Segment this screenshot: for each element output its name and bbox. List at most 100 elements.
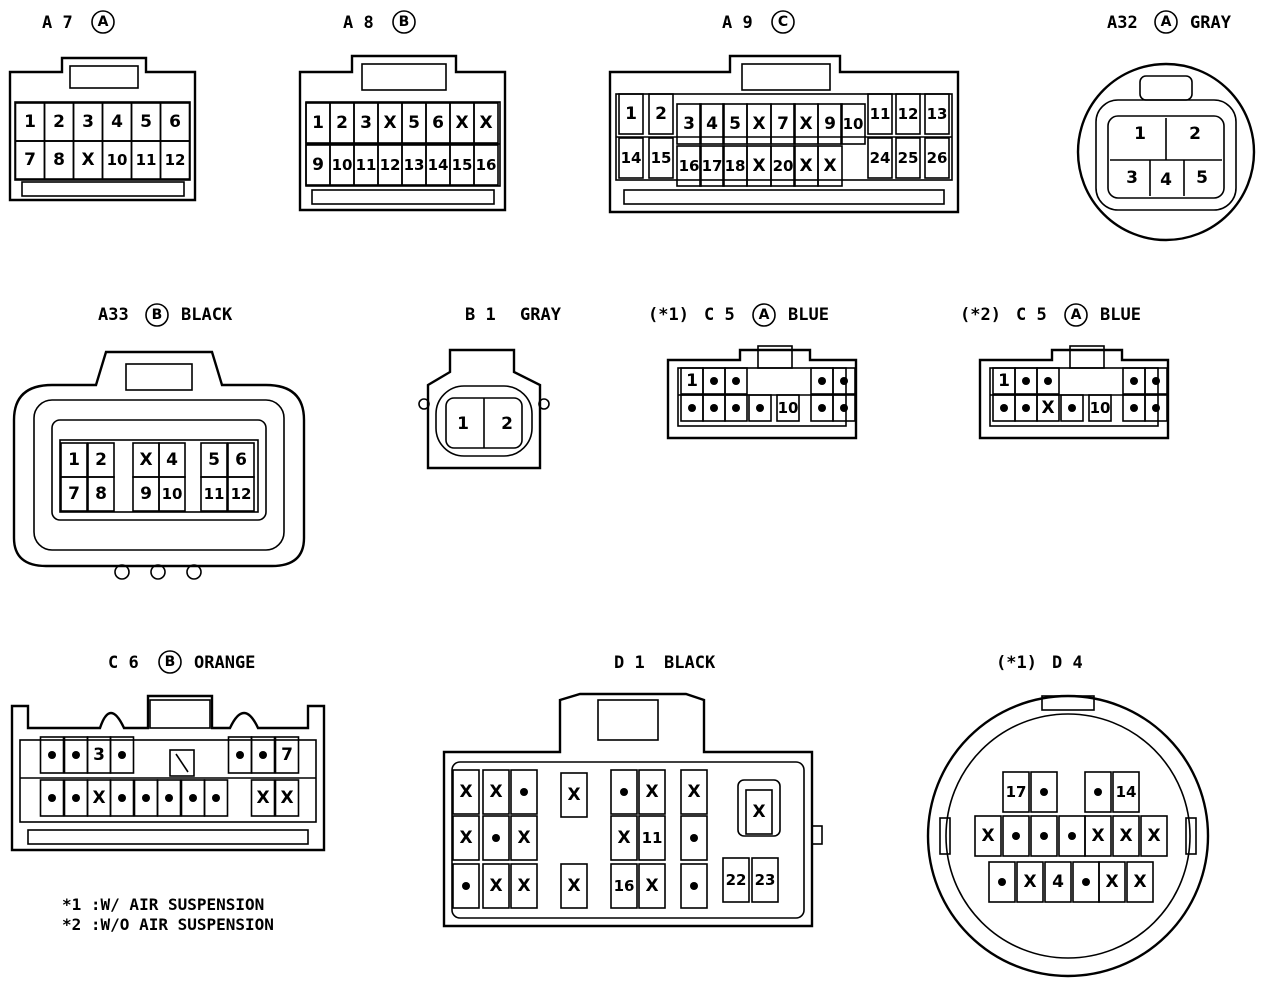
pin-cavity <box>648 93 674 135</box>
pin-c5b-filled-dot <box>1130 377 1138 385</box>
connector-a32-latch <box>1139 75 1193 101</box>
pin-cavity <box>473 102 499 144</box>
pin-cavity <box>867 137 893 179</box>
pin-cavity <box>1112 771 1140 813</box>
pin-cavity <box>452 815 480 861</box>
pin-a9-label: 4 <box>706 114 718 134</box>
pin-cavity <box>482 863 510 909</box>
pin-cavity <box>610 769 638 815</box>
connector-c5-air-tag-circle <box>752 303 776 327</box>
pin-a9-label: 25 <box>898 149 919 167</box>
connector-a9-tag: C <box>778 14 788 30</box>
pin-c6-filled-dot <box>142 794 150 802</box>
pin-a8-label: X <box>383 113 396 133</box>
connector-a9-tag-circle <box>771 10 795 34</box>
pin-a32-label: 5 <box>1196 168 1208 188</box>
pin-c5b-filled-dot <box>1068 404 1076 412</box>
pin-cavity <box>452 769 480 815</box>
pin-cavity <box>274 779 300 817</box>
pin-cavity <box>510 815 538 861</box>
pin-cavity <box>676 145 702 187</box>
pin-cavity <box>250 779 276 817</box>
pin-cavity <box>895 93 921 135</box>
pin-a8-label: 15 <box>452 156 473 174</box>
pin-d1-label: X <box>752 802 765 822</box>
pin-d4-label: X <box>1105 872 1118 892</box>
pin-a8-label: 11 <box>356 156 377 174</box>
connector-a33-latch <box>125 363 193 391</box>
pin-cavity <box>724 394 748 422</box>
pin-cavity <box>1060 394 1084 422</box>
pin-cavity <box>39 779 65 817</box>
pin-a32-label: 4 <box>1160 170 1172 190</box>
pin-d4-label: X <box>981 826 994 846</box>
pin-c6-label: 3 <box>93 745 105 765</box>
pin-a33-label: 8 <box>95 484 107 504</box>
pin-cavity <box>840 103 866 145</box>
pin-d4-label: 17 <box>1006 783 1027 801</box>
pin-c5a-filled-dot <box>818 404 826 412</box>
connector-d4-code: D 4 <box>1052 653 1083 673</box>
pin-d1-filled-dot <box>492 834 500 842</box>
pin-a7-label: 7 <box>24 150 36 170</box>
connector-c5-air-color: BLUE <box>788 305 829 325</box>
pin-cavity <box>680 769 708 815</box>
pin-d1-label: X <box>459 828 472 848</box>
connector-a33-color: BLACK <box>181 305 233 325</box>
pin-a9-label: 9 <box>824 114 836 134</box>
pin-c6-label: 7 <box>281 745 293 765</box>
pin-a9-label: 7 <box>777 114 789 134</box>
connector-b1-color: GRAY <box>520 305 562 325</box>
pin-a32-label: 2 <box>1189 124 1201 144</box>
pin-cavity <box>1044 861 1072 903</box>
connector-a32-tag: A <box>1161 14 1172 30</box>
connector-d4-prefix: (*1) <box>996 653 1037 673</box>
connector-a7-tag: A <box>98 14 109 30</box>
pin-a9-label: 24 <box>870 149 891 167</box>
pin-d1-filled-dot <box>690 882 698 890</box>
pin-a33-label: 1 <box>68 450 80 470</box>
pin-d1-label: X <box>517 876 530 896</box>
pin-a33-label: 7 <box>68 484 80 504</box>
connector-c6-housing <box>10 694 326 852</box>
pin-d4-filled-dot <box>998 878 1006 886</box>
pin-cavity <box>638 815 666 861</box>
connector-a7-latch <box>69 65 139 89</box>
pin-cavity <box>200 476 228 512</box>
pin-c5b-filled-dot <box>1044 377 1052 385</box>
pin-cavity <box>988 861 1016 903</box>
pin-a33-label: 5 <box>208 450 220 470</box>
pin-c6-filled-dot <box>118 794 126 802</box>
pin-a33-label: 2 <box>95 450 107 470</box>
pin-cavity <box>638 769 666 815</box>
pin-cavity <box>832 394 856 422</box>
pin-a8-label: 10 <box>332 156 353 174</box>
connector-c6-latch <box>149 699 211 729</box>
pin-a9-label: 26 <box>927 149 948 167</box>
connector-c5-air-tag: A <box>759 307 770 323</box>
pin-d4-filled-dot <box>1012 832 1020 840</box>
pin-cavity <box>722 857 750 903</box>
pin-cavity <box>867 93 893 135</box>
connector-b1-code: B 1 <box>465 305 496 325</box>
pin-a7-label: 2 <box>53 112 65 132</box>
pin-cavity <box>618 93 644 135</box>
pin-cavity <box>159 140 191 180</box>
pin-c5b-filled-dot <box>1152 377 1160 385</box>
pin-c6-label: X <box>256 788 269 808</box>
pin-d1-label: X <box>617 828 630 848</box>
pin-c5b-label: 1 <box>998 371 1010 391</box>
pin-a7-label: X <box>81 150 94 170</box>
pin-a9-label: 3 <box>683 114 695 134</box>
connector-a9-latch <box>741 63 831 91</box>
pin-d4-label: 4 <box>1052 872 1064 892</box>
connector-a7-code: A 7 <box>42 13 73 33</box>
pin-a32-label: 1 <box>1134 124 1146 144</box>
pin-c5a-label: 10 <box>778 399 799 417</box>
